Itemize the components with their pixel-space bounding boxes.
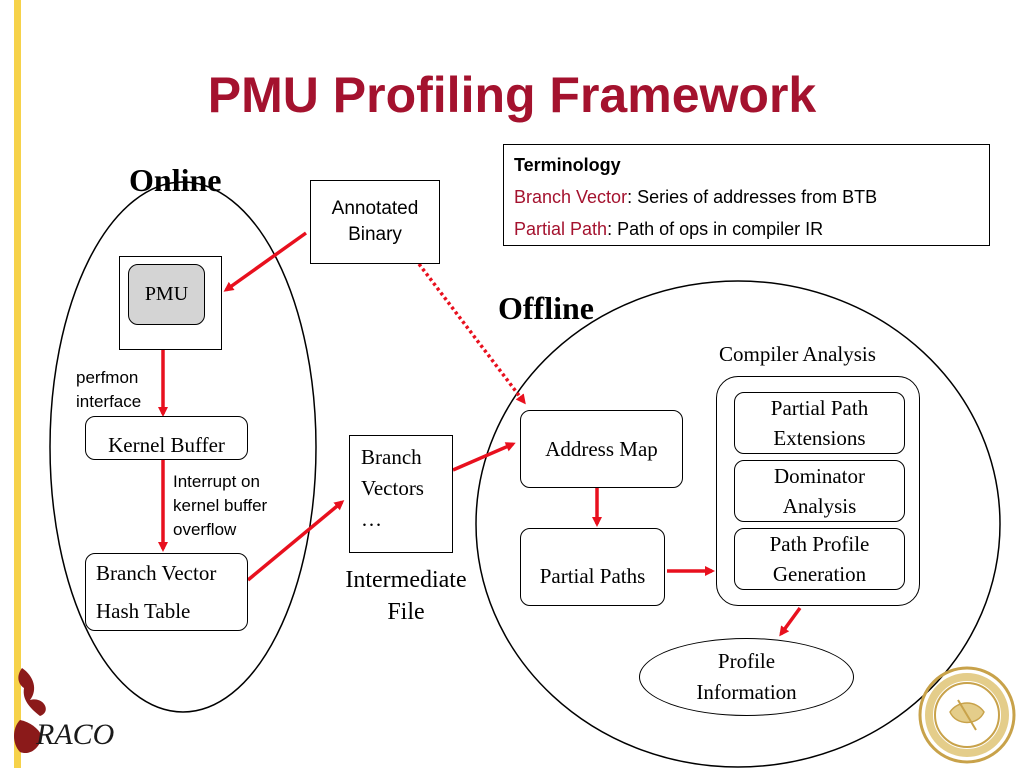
draco-logo-text: RACO	[35, 718, 114, 751]
hash-table-line2: Hash Table	[96, 599, 191, 623]
def-partial-path: : Path of ops in compiler IR	[607, 219, 824, 239]
annotated-binary-box: Annotated Binary	[310, 180, 440, 264]
annotated-binary-line1: Annotated	[331, 198, 419, 219]
profile-line1: Profile	[717, 649, 776, 673]
path-extensions-box: Partial Path Extensions	[734, 392, 905, 454]
terminology-line1: Branch Vector: Series of addresses from …	[514, 181, 979, 213]
term-branch-vector: Branch Vector	[514, 187, 628, 207]
intermediate-file-box: Branch Vectors …	[349, 435, 453, 553]
caption-line1: Intermediate	[345, 567, 467, 593]
path-profile-line1: Path Profile	[769, 532, 870, 556]
offline-region	[475, 280, 1001, 768]
perfmon-line2: interface	[76, 392, 142, 411]
slide-title: PMU Profiling Framework	[207, 67, 817, 123]
address-map-box: Address Map	[520, 410, 683, 488]
terminology-line2: Partial Path: Path of ops in compiler IR	[514, 213, 979, 245]
term-partial-path: Partial Path	[514, 219, 608, 239]
terminology-heading: Terminology	[514, 155, 621, 175]
file-line1: Branch	[361, 445, 422, 469]
arrow-file-to-addressmap	[452, 442, 516, 472]
def-branch-vector: : Series of addresses from BTB	[627, 187, 878, 207]
dominator-line1: Dominator	[774, 464, 865, 488]
interrupt-line3: overflow	[173, 520, 237, 539]
path-profile-box: Path Profile Generation	[734, 528, 905, 590]
interrupt-label: Interrupt on kernel buffer overflow	[173, 470, 267, 542]
compiler-analysis-label: Compiler Analysis	[719, 342, 876, 366]
extensions-line1: Partial Path	[770, 396, 869, 420]
interrupt-line2: kernel buffer	[173, 496, 268, 515]
perfmon-label: perfmon interface	[76, 366, 141, 414]
annotated-binary-line2: Binary	[348, 224, 402, 245]
path-profile-line2: Generation	[772, 562, 867, 586]
dominator-line2: Analysis	[782, 494, 857, 518]
intermediate-file-caption: Intermediate File	[326, 564, 486, 628]
arrow-binary-to-addressmap-dotted	[417, 262, 526, 405]
offline-label: Offline	[498, 290, 594, 326]
university-seal-icon	[918, 666, 1016, 764]
caption-line2: File	[387, 599, 425, 625]
arrow-hashtable-to-file	[246, 500, 345, 582]
draco-logo-icon	[14, 668, 46, 754]
extensions-line2: Extensions	[773, 426, 866, 450]
kernel-buffer-box: Kernel Buffer	[85, 416, 248, 460]
online-region	[49, 181, 317, 713]
profile-line2: Information	[696, 680, 797, 704]
interrupt-line1: Interrupt on	[173, 472, 260, 491]
accent-bar	[14, 0, 21, 768]
file-line2: Vectors	[361, 476, 424, 500]
partial-paths-box: Partial Paths	[520, 528, 665, 606]
perfmon-line1: perfmon	[76, 368, 139, 387]
hash-table-line1: Branch Vector	[96, 561, 217, 585]
terminology-box: Terminology Branch Vector: Series of add…	[503, 144, 990, 246]
arrow-binary-to-pmu	[223, 231, 308, 292]
online-label: Online	[129, 162, 222, 198]
arrow-compiler-to-profile	[779, 606, 802, 637]
hash-table-box: Branch Vector Hash Table	[85, 553, 248, 631]
profile-information-box: Profile Information	[639, 638, 854, 716]
pmu-box: PMU	[128, 264, 205, 325]
dominator-analysis-box: Dominator Analysis	[734, 460, 905, 522]
file-line3: …	[361, 507, 382, 531]
